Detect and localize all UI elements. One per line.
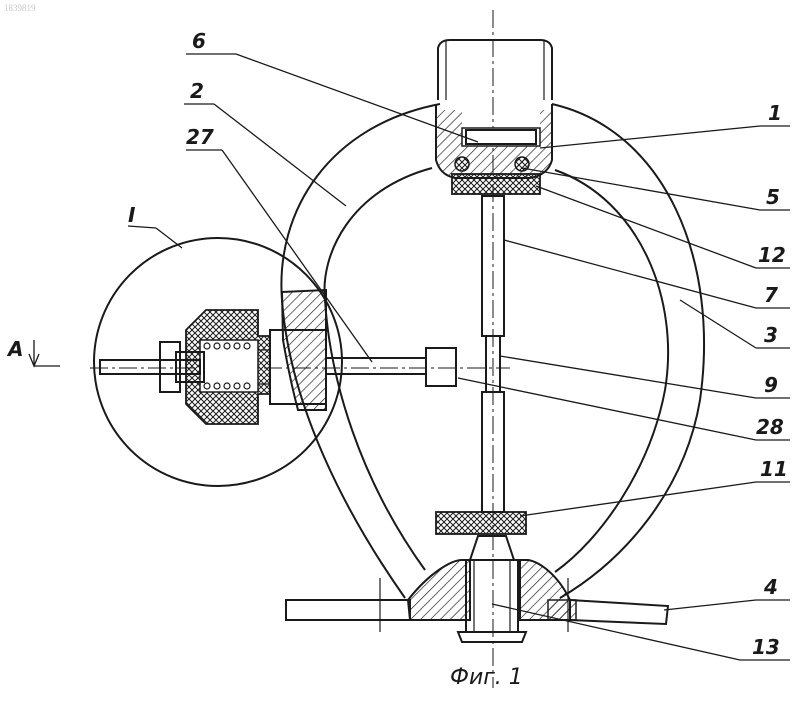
part-label-6: 6 [192, 29, 206, 53]
part-label-28: 28 [756, 415, 784, 439]
side-boss [282, 290, 326, 410]
part-label-1: 1 [768, 101, 782, 125]
top-block [436, 104, 552, 194]
part-label-4: 4 [763, 575, 778, 599]
reference-number: 1839819 [4, 3, 36, 13]
part-label-12: 12 [758, 243, 786, 267]
valve-assembly [100, 310, 456, 424]
part-label-9: 9 [764, 373, 778, 397]
part-label-2: 2 [190, 79, 204, 103]
part-label-27: 27 [186, 125, 214, 149]
bottom-boss-left [408, 560, 470, 620]
detail-label: I [128, 203, 136, 227]
view-arrow [29, 340, 60, 366]
part-label-13: 13 [752, 635, 780, 659]
bottom-disc [436, 512, 526, 534]
view-label: A [6, 337, 23, 361]
part-label-7: 7 [764, 283, 778, 307]
part-label-3: 3 [764, 323, 778, 347]
figure-caption: Фиг. 1 [450, 665, 523, 690]
base-plate [286, 578, 668, 632]
part-label-11: 11 [760, 457, 788, 481]
part-label-5: 5 [766, 185, 780, 209]
top-head [438, 40, 552, 100]
